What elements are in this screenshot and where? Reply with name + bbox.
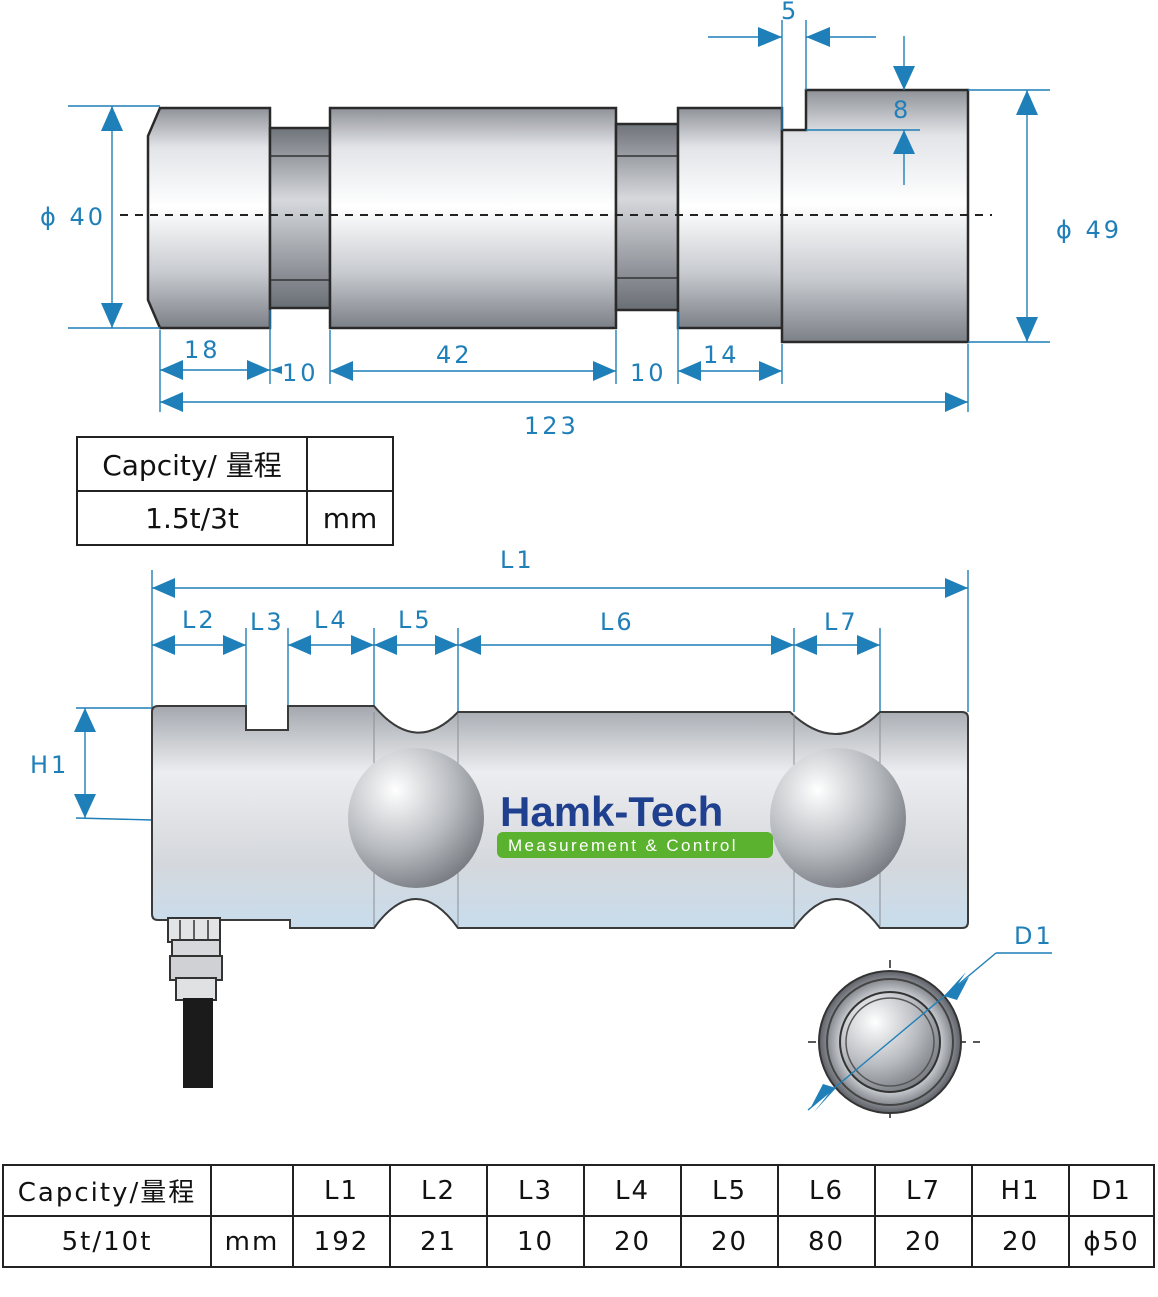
end-view: D1 [807, 922, 1054, 1124]
top-pin-view [120, 88, 992, 344]
table-header-cell: Capcity/量程 [2, 1164, 212, 1217]
dim-L5: L5 [398, 606, 433, 634]
dim-slot-width: 5 [781, 0, 799, 25]
tagline-bar [497, 832, 773, 858]
dim-seg-42: 42 [436, 341, 473, 369]
table-cell: 21 [389, 1215, 488, 1268]
table-row: 5t/10t mm 192 21 10 20 20 80 20 20 ϕ50 [2, 1215, 1155, 1268]
table-small-capacity: 1.5t/3t [76, 490, 308, 546]
table-cell: 10 [486, 1215, 585, 1268]
side-dimensions: L1 L2 L3 L4 L5 L6 L7 H1 [30, 546, 969, 821]
table-header-cell: D1 [1068, 1164, 1155, 1217]
table-cell: 20 [583, 1215, 682, 1268]
brand-tagline: Measurement & Control [508, 836, 738, 855]
top-dimensions: ϕ 40 ϕ 49 5 8 18 [40, 0, 1122, 440]
dim-total-123: 123 [524, 412, 579, 440]
table-header-cell: L2 [389, 1164, 488, 1217]
table-header-cell: L7 [874, 1164, 973, 1217]
table-header-cell [210, 1164, 294, 1217]
table-header-cell: L6 [777, 1164, 876, 1217]
dim-seg-10b: 10 [630, 359, 667, 387]
through-hole-left [348, 748, 484, 888]
dim-seg-14: 14 [703, 341, 740, 369]
table-small-capacity-header: Capcity/ 量程 [76, 436, 308, 492]
table-small-blank-header [306, 436, 394, 492]
table-small-unit: mm [306, 490, 394, 546]
dim-L2: L2 [182, 606, 217, 634]
side-body-view [151, 705, 969, 1088]
dim-L7: L7 [824, 608, 859, 636]
table-header-cell: L3 [486, 1164, 585, 1217]
table-cell: 20 [874, 1215, 973, 1268]
dim-D1: D1 [1014, 922, 1054, 950]
cable [183, 998, 213, 1088]
table-cell: 20 [680, 1215, 779, 1268]
dim-L3: L3 [250, 608, 285, 636]
spec-table-large: Capcity/量程 L1 L2 L3 L4 L5 L6 L7 H1 D1 5t… [2, 1164, 1155, 1268]
brand-logo: Hamk-Tech Measurement & Control [497, 788, 773, 858]
table-cell: ϕ50 [1068, 1215, 1155, 1268]
dim-L1: L1 [500, 546, 535, 574]
dim-dia-49: ϕ 49 [1056, 216, 1122, 244]
dim-seg-18: 18 [184, 336, 221, 364]
table-cell: 192 [292, 1215, 391, 1268]
table-header-cell: H1 [971, 1164, 1070, 1217]
dim-L4: L4 [314, 606, 349, 634]
table-cell: 20 [971, 1215, 1070, 1268]
through-hole-right [770, 748, 906, 888]
table-header-row: Capcity/量程 L1 L2 L3 L4 L5 L6 L7 H1 D1 [2, 1164, 1155, 1217]
table-header-cell: L4 [583, 1164, 682, 1217]
dim-seg-10a: 10 [282, 359, 319, 387]
dim-dia-40: ϕ 40 [40, 203, 106, 231]
dim-H1: H1 [30, 751, 69, 779]
dim-L6: L6 [600, 608, 635, 636]
table-cell: mm [210, 1215, 294, 1268]
table-cell: 5t/10t [2, 1215, 212, 1268]
spec-table-small: Capcity/ 量程 1.5t/3t mm [76, 436, 394, 546]
table-header-cell: L5 [680, 1164, 779, 1217]
table-header-cell: L1 [292, 1164, 391, 1217]
brand-name: Hamk-Tech [500, 788, 723, 835]
dim-slot-depth: 8 [893, 96, 911, 124]
table-cell: 80 [777, 1215, 876, 1268]
